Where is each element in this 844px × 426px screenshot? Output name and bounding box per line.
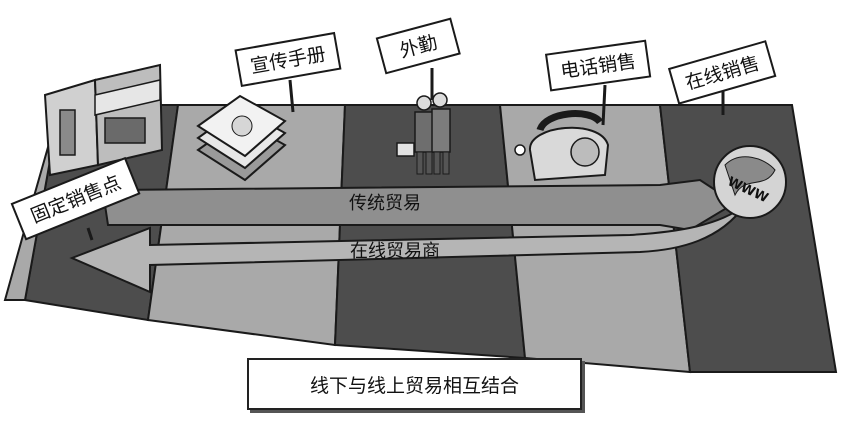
sign-phone-sales: 电话销售	[544, 39, 652, 92]
arrow-online	[69, 204, 746, 294]
globe-icon: WWW	[713, 145, 787, 219]
telephone-icon	[514, 110, 610, 182]
brochure-icon	[196, 94, 287, 182]
road-band-5	[658, 104, 838, 373]
salespeople-icon	[396, 92, 451, 175]
bottom-banner-label: 线下与线上贸易相互结合	[309, 374, 519, 397]
sign-post-brochure	[288, 79, 295, 113]
sign-post-fixed	[86, 227, 94, 241]
arrow-traditional-label: 传统贸易	[349, 193, 421, 214]
bottom-banner: 线下与线上贸易相互结合	[247, 358, 582, 410]
store-building-icon	[43, 63, 164, 177]
sign-brochure: 宣传手册	[234, 31, 342, 88]
sign-field-sales: 外勤	[375, 17, 461, 75]
arrow-online-label: 在线贸易商	[350, 241, 440, 262]
sign-post-phone	[601, 84, 607, 126]
